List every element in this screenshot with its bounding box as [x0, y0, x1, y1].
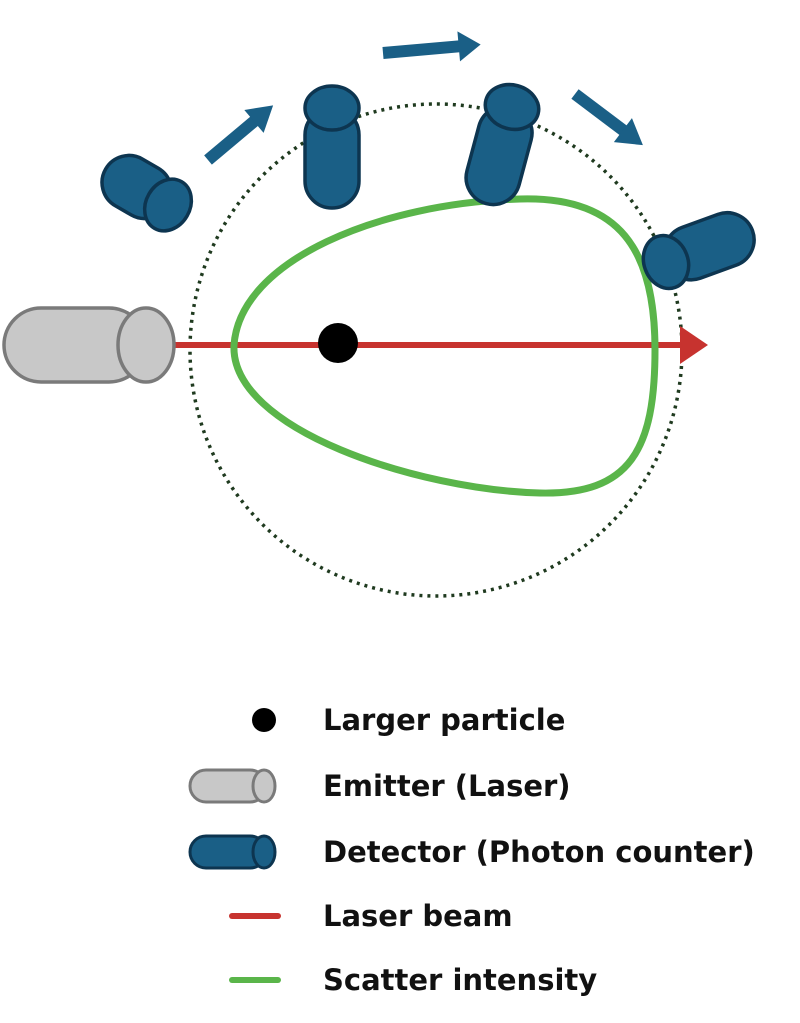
legend-row-detector: Detector (Photon counter) [0, 822, 800, 882]
detector-icon [188, 834, 277, 870]
legend-label-scatter: Scatter intensity [323, 963, 598, 997]
laser-beam-icon [229, 913, 281, 919]
larger-particle [318, 323, 358, 363]
detector-path-circle [188, 102, 684, 598]
legend-row-particle: Larger particle [0, 690, 800, 750]
legend-label-laser-beam: Laser beam [323, 899, 513, 933]
legend-label-emitter: Emitter (Laser) [323, 769, 571, 803]
legend-label-detector: Detector (Photon counter) [323, 835, 755, 869]
laser-beam-arrowhead [680, 326, 708, 364]
emitter-laser [2, 306, 176, 384]
legend-row-laser-beam: Laser beam [0, 886, 800, 946]
movement-arrow-3 [571, 89, 643, 146]
legend-label-particle: Larger particle [323, 703, 566, 737]
legend-row-scatter: Scatter intensity [0, 950, 800, 1010]
emitter-icon [188, 768, 277, 804]
detector-1 [100, 153, 194, 233]
detector-2 [303, 84, 361, 210]
legend: Larger particle Emitter (Laser) Detector… [0, 690, 800, 1010]
particle-icon [252, 708, 276, 732]
movement-arrow-1 [204, 105, 274, 165]
scattering-diagram [2, 31, 756, 598]
legend-row-emitter: Emitter (Laser) [0, 756, 800, 816]
detector-4 [641, 211, 756, 291]
scatter-intensity-curve [230, 195, 659, 497]
movement-arrow-2 [382, 31, 481, 62]
detector-3 [464, 82, 541, 207]
scatter-intensity-icon [229, 977, 281, 983]
